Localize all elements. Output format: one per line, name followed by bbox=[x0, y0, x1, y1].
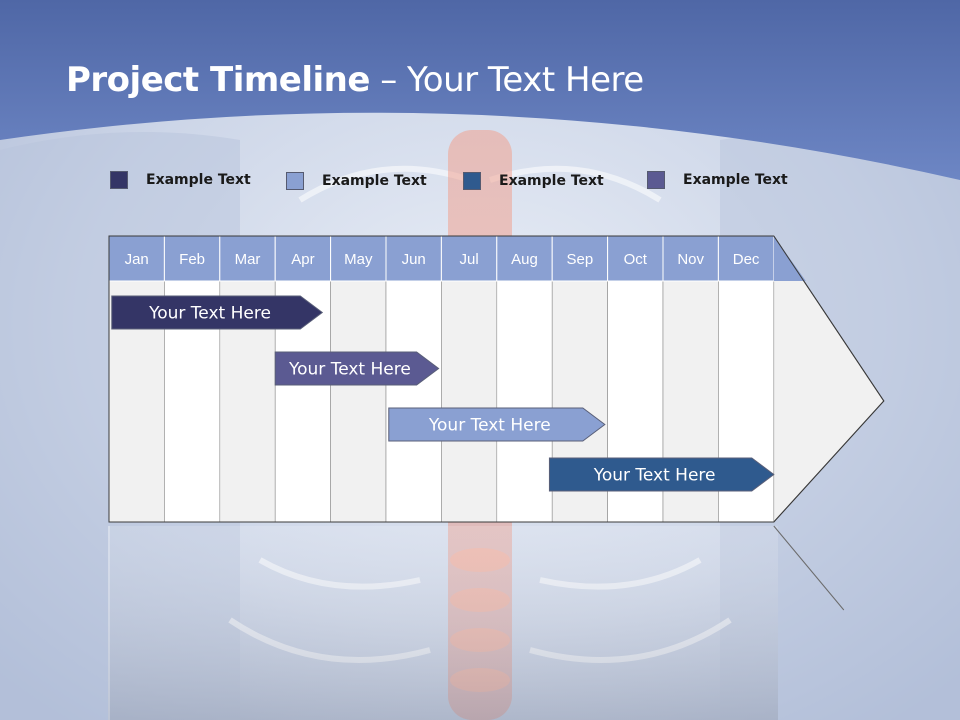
task-bar bbox=[388, 407, 606, 442]
month-label: Jan bbox=[125, 251, 149, 268]
month-label: Sep bbox=[567, 251, 594, 268]
month-label: Feb bbox=[179, 251, 205, 268]
task-label: Your Text Here bbox=[593, 466, 716, 486]
legend-swatch bbox=[110, 171, 128, 189]
month-label: Aug bbox=[511, 251, 538, 268]
task-bar bbox=[274, 351, 440, 386]
month-label: Nov bbox=[677, 251, 704, 268]
task-label: Your Text Here bbox=[428, 416, 551, 436]
month-column bbox=[385, 280, 442, 523]
task-label: Your Text Here bbox=[288, 360, 411, 380]
legend-swatch bbox=[647, 171, 665, 189]
legend-label: Example Text bbox=[683, 172, 788, 188]
month-header-cell bbox=[717, 235, 775, 282]
task-label: Your Text Here bbox=[148, 304, 271, 324]
reflection-line bbox=[773, 525, 845, 611]
month-header-cell bbox=[385, 235, 442, 282]
timeline-outline bbox=[108, 235, 885, 523]
legend-swatch bbox=[463, 172, 481, 190]
month-label: Mar bbox=[235, 251, 261, 268]
month-column bbox=[441, 280, 498, 523]
title-rest: – Your Text Here bbox=[369, 60, 644, 100]
legend-swatch bbox=[286, 172, 304, 190]
month-column bbox=[330, 280, 387, 523]
month-column bbox=[496, 280, 553, 523]
slide-title: Project Timeline – Your Text Here bbox=[66, 60, 644, 100]
month-label: Dec bbox=[733, 251, 760, 268]
title-bold: Project Timeline bbox=[66, 60, 370, 100]
legend-label: Example Text bbox=[322, 173, 427, 189]
month-label: Apr bbox=[291, 251, 314, 268]
month-header-cell bbox=[108, 235, 165, 282]
month-header-cell bbox=[219, 235, 276, 282]
task-bar bbox=[548, 457, 775, 492]
task-bar bbox=[111, 295, 324, 330]
month-label: Jul bbox=[460, 251, 479, 268]
month-header-cell bbox=[662, 235, 719, 282]
month-label: May bbox=[344, 251, 373, 268]
month-header-cell bbox=[607, 235, 664, 282]
legend-label: Example Text bbox=[146, 172, 251, 188]
month-label: Jun bbox=[402, 251, 426, 268]
month-label: Oct bbox=[624, 251, 648, 268]
legend-label: Example Text bbox=[499, 173, 604, 189]
